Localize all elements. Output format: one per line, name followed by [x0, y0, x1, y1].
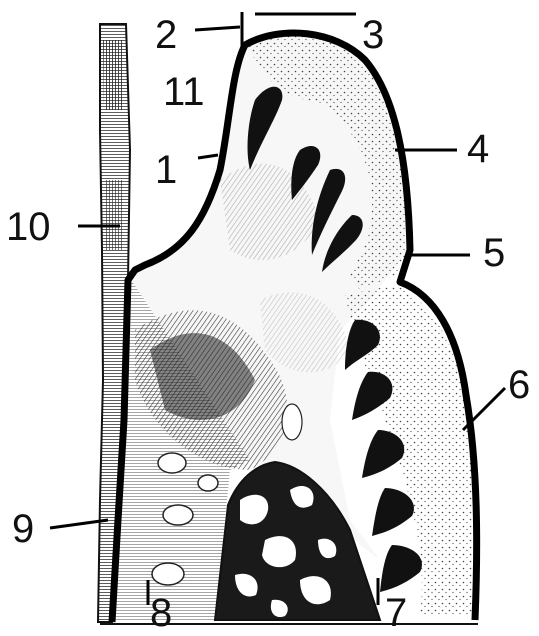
- label-1: 1: [155, 148, 177, 192]
- label-11: 11: [163, 70, 205, 114]
- label-5: 5: [483, 231, 505, 275]
- vessel-lumen: [163, 505, 193, 525]
- vessel-lumen: [198, 475, 218, 491]
- label-3: 3: [362, 13, 384, 57]
- vessel-lumen: [152, 563, 184, 585]
- vessel-lumen: [282, 404, 302, 440]
- label-6: 6: [508, 363, 530, 407]
- label-10: 10: [6, 205, 51, 249]
- lower-epithelium: [345, 285, 477, 615]
- label-7: 7: [385, 591, 407, 635]
- label-8: 8: [150, 591, 172, 635]
- bone-trabeculae: [215, 462, 380, 620]
- label-2: 2: [155, 13, 177, 57]
- label-9: 9: [12, 507, 34, 551]
- vessel-lumen: [158, 453, 186, 473]
- label-4: 4: [467, 127, 489, 171]
